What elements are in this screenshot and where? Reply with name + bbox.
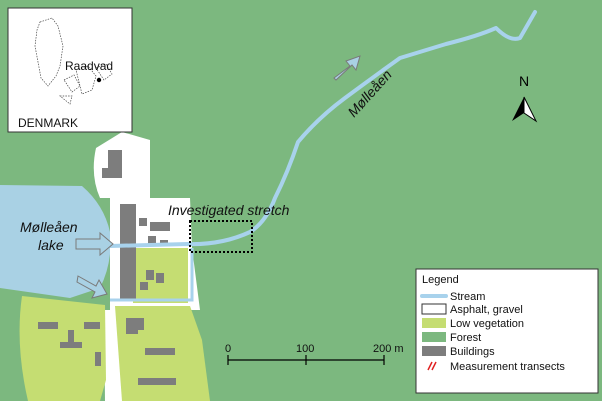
legend-transect-line <box>431 361 437 371</box>
building <box>146 270 154 280</box>
building <box>156 273 164 283</box>
legend-asphalt-symbol <box>421 303 447 315</box>
legend-label-lowveg: Low vegetation <box>450 318 524 330</box>
legend-label-stream: Stream <box>450 291 485 303</box>
inset-location-dot <box>96 77 102 83</box>
legend-label-forest: Forest <box>450 332 481 344</box>
north-label: N <box>519 73 529 89</box>
investigated-stretch-box <box>189 220 253 253</box>
flow-arrow-stream <box>333 55 361 81</box>
inset-country-label: DENMARK <box>18 116 78 130</box>
inset-denmark-outline <box>34 17 113 105</box>
building <box>126 318 138 334</box>
legend-label-transects: Measurement transects <box>450 361 565 373</box>
scalebar-label-100: 100 <box>296 343 314 355</box>
north-arrow-right-half <box>523 96 538 123</box>
lake-label-line2: lake <box>38 237 64 253</box>
building <box>95 352 101 366</box>
flow-arrow-lake-2 <box>76 275 108 299</box>
north-arrow-left-half <box>512 97 524 121</box>
stream-main <box>108 10 537 248</box>
building <box>38 322 58 329</box>
building <box>68 330 74 342</box>
inset-map: Raadvad DENMARK <box>7 7 133 133</box>
scalebar-label-200: 200 m <box>373 343 404 355</box>
flow-arrow-lake-1 <box>75 231 114 257</box>
building <box>145 348 175 355</box>
building <box>84 322 100 329</box>
low-veg-southwest <box>19 296 106 401</box>
building <box>148 236 156 246</box>
legend-title: Legend <box>422 274 459 286</box>
legend-label-buildings: Buildings <box>450 346 495 358</box>
legend-forest-symbol <box>422 332 446 342</box>
building <box>139 218 147 226</box>
buildings <box>38 150 176 385</box>
scalebar: 0 100 200 m <box>225 343 404 365</box>
legend-transect-symbol <box>427 361 437 371</box>
building <box>138 318 144 330</box>
lake-label-line1: Mølleåen <box>20 219 78 235</box>
stretch-label: Investigated stretch <box>168 202 290 218</box>
scalebar-label-0: 0 <box>225 343 231 355</box>
legend-buildings-symbol <box>422 346 446 356</box>
building <box>102 168 114 178</box>
building <box>120 204 136 300</box>
inset-frame <box>7 7 133 133</box>
legend-transect-line <box>427 361 433 371</box>
stream-south-channel <box>110 248 194 302</box>
legend-label-asphalt: Asphalt, gravel <box>450 304 523 316</box>
building <box>150 222 170 231</box>
inset-place-label: Raadvad <box>65 59 113 73</box>
lake <box>0 185 111 298</box>
building <box>140 282 148 290</box>
north-arrow: N <box>512 73 538 123</box>
building <box>60 342 82 348</box>
legend: Legend Stream Asphalt, gravel Low vegeta… <box>415 268 599 394</box>
legend-frame <box>415 268 599 394</box>
building <box>138 378 176 385</box>
legend-lowveg-symbol <box>422 318 446 328</box>
